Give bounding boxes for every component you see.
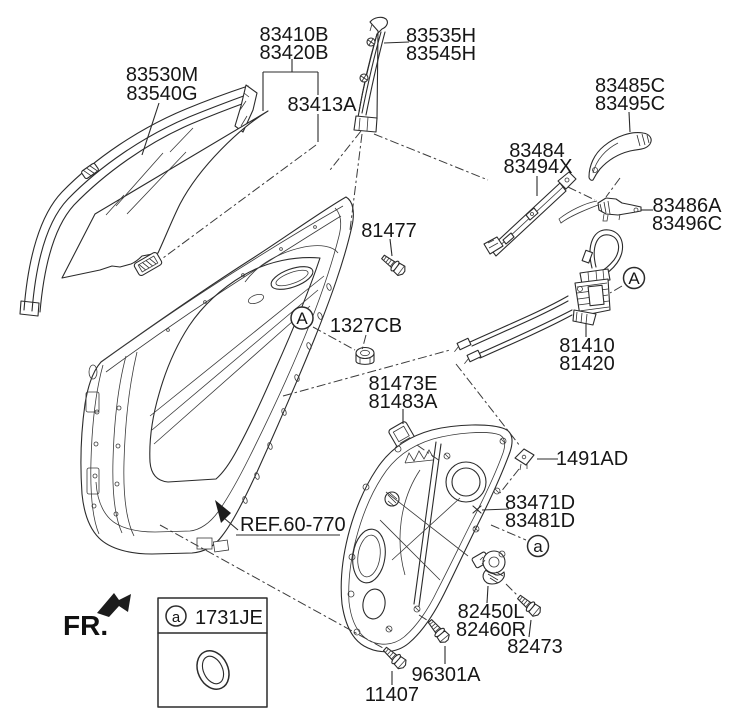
marker-assembly-upper: A (290, 306, 314, 330)
label-screw-upper: 81477 (361, 220, 417, 242)
outside-handle (588, 132, 652, 181)
window-regulator-panel (340, 424, 513, 653)
label-motor-bolt: 82473 (507, 636, 563, 658)
label-window-glass-2: 83420B (260, 42, 329, 64)
front-direction-arrow-icon (97, 593, 131, 617)
label-regulator-motor-1: 82450L (458, 601, 525, 623)
grommet-clip (514, 448, 535, 471)
solid-leaders (141, 41, 653, 685)
door-latch-assembly (454, 229, 624, 365)
label-grommet-clip: 1491AD (556, 448, 628, 470)
nut-1327cb (355, 346, 375, 365)
label-rear-channel-2: 83545H (406, 43, 476, 65)
glass-grip-clip (133, 251, 163, 277)
dash-leaders (159, 130, 623, 649)
label-nut: 1327CB (330, 315, 402, 337)
bolt-11407 (382, 646, 407, 670)
label-outside-handle-1: 83485C (595, 75, 665, 97)
legend-grommet-icon (196, 650, 230, 690)
regulator-motor (471, 550, 506, 585)
marker-assembly-latch: A (622, 266, 646, 290)
front-indicator: FR. (63, 593, 131, 641)
window-glass (61, 110, 269, 279)
label-glass-grip-bg (289, 95, 355, 114)
label-module-panel-1: 83471D (505, 492, 575, 514)
bolt-82473 (517, 594, 541, 617)
label-glass-run-2: 83540G (126, 83, 197, 105)
label-door-latch-2: 81420 (559, 353, 615, 375)
bolt-96301a (427, 619, 450, 643)
label-outside-handle-2: 83495C (595, 93, 665, 115)
rear-channel (353, 16, 388, 133)
legend-box: a 1731JE (157, 597, 268, 708)
handle-base-rail (483, 171, 577, 257)
label-handle-base-2: 83494X (504, 156, 573, 178)
label-handle-base-1: 83484 (509, 140, 565, 162)
label-panel-bolt: 96301A (412, 664, 482, 686)
label-glass-run-1: 83530M (126, 64, 198, 86)
label-reference: REF.60-770 (240, 514, 346, 536)
label-module-panel-2: 83481D (505, 510, 575, 532)
glass-run-weatherstrip (19, 84, 258, 317)
marker-grommet-panel: a (526, 534, 550, 558)
label-window-glass-1: 83410B (260, 24, 329, 46)
label-door-latch-1: 81410 (559, 335, 615, 357)
marker-grommet-panel-letter: a (533, 537, 543, 556)
label-channel-clip-2: 81483A (369, 391, 439, 413)
label-latch-bracket-1: 83486A (653, 195, 723, 217)
label-lower-bolt: 11407 (365, 684, 419, 706)
front-indicator-label: FR. (63, 610, 108, 641)
label-regulator-motor-2: 82460R (456, 619, 526, 641)
label-channel-clip-1: 81473E (369, 373, 438, 395)
label-glass-grip: 83413A (288, 94, 358, 116)
label-latch-bracket-2: 83496C (652, 213, 722, 235)
legend-marker-letter: a (172, 609, 181, 626)
door-shell (80, 196, 354, 555)
legend-part-code: 1731JE (195, 607, 263, 629)
marker-assembly-latch-letter: A (628, 269, 640, 288)
latch-bracket (558, 197, 642, 224)
callout-labels: 83530M 83540G 83410B 83420B 83413A 83535… (126, 24, 722, 706)
label-rear-channel-1: 83535H (406, 25, 476, 47)
bolt-81477 (381, 254, 406, 277)
marker-assembly-upper-letter: A (296, 309, 308, 328)
